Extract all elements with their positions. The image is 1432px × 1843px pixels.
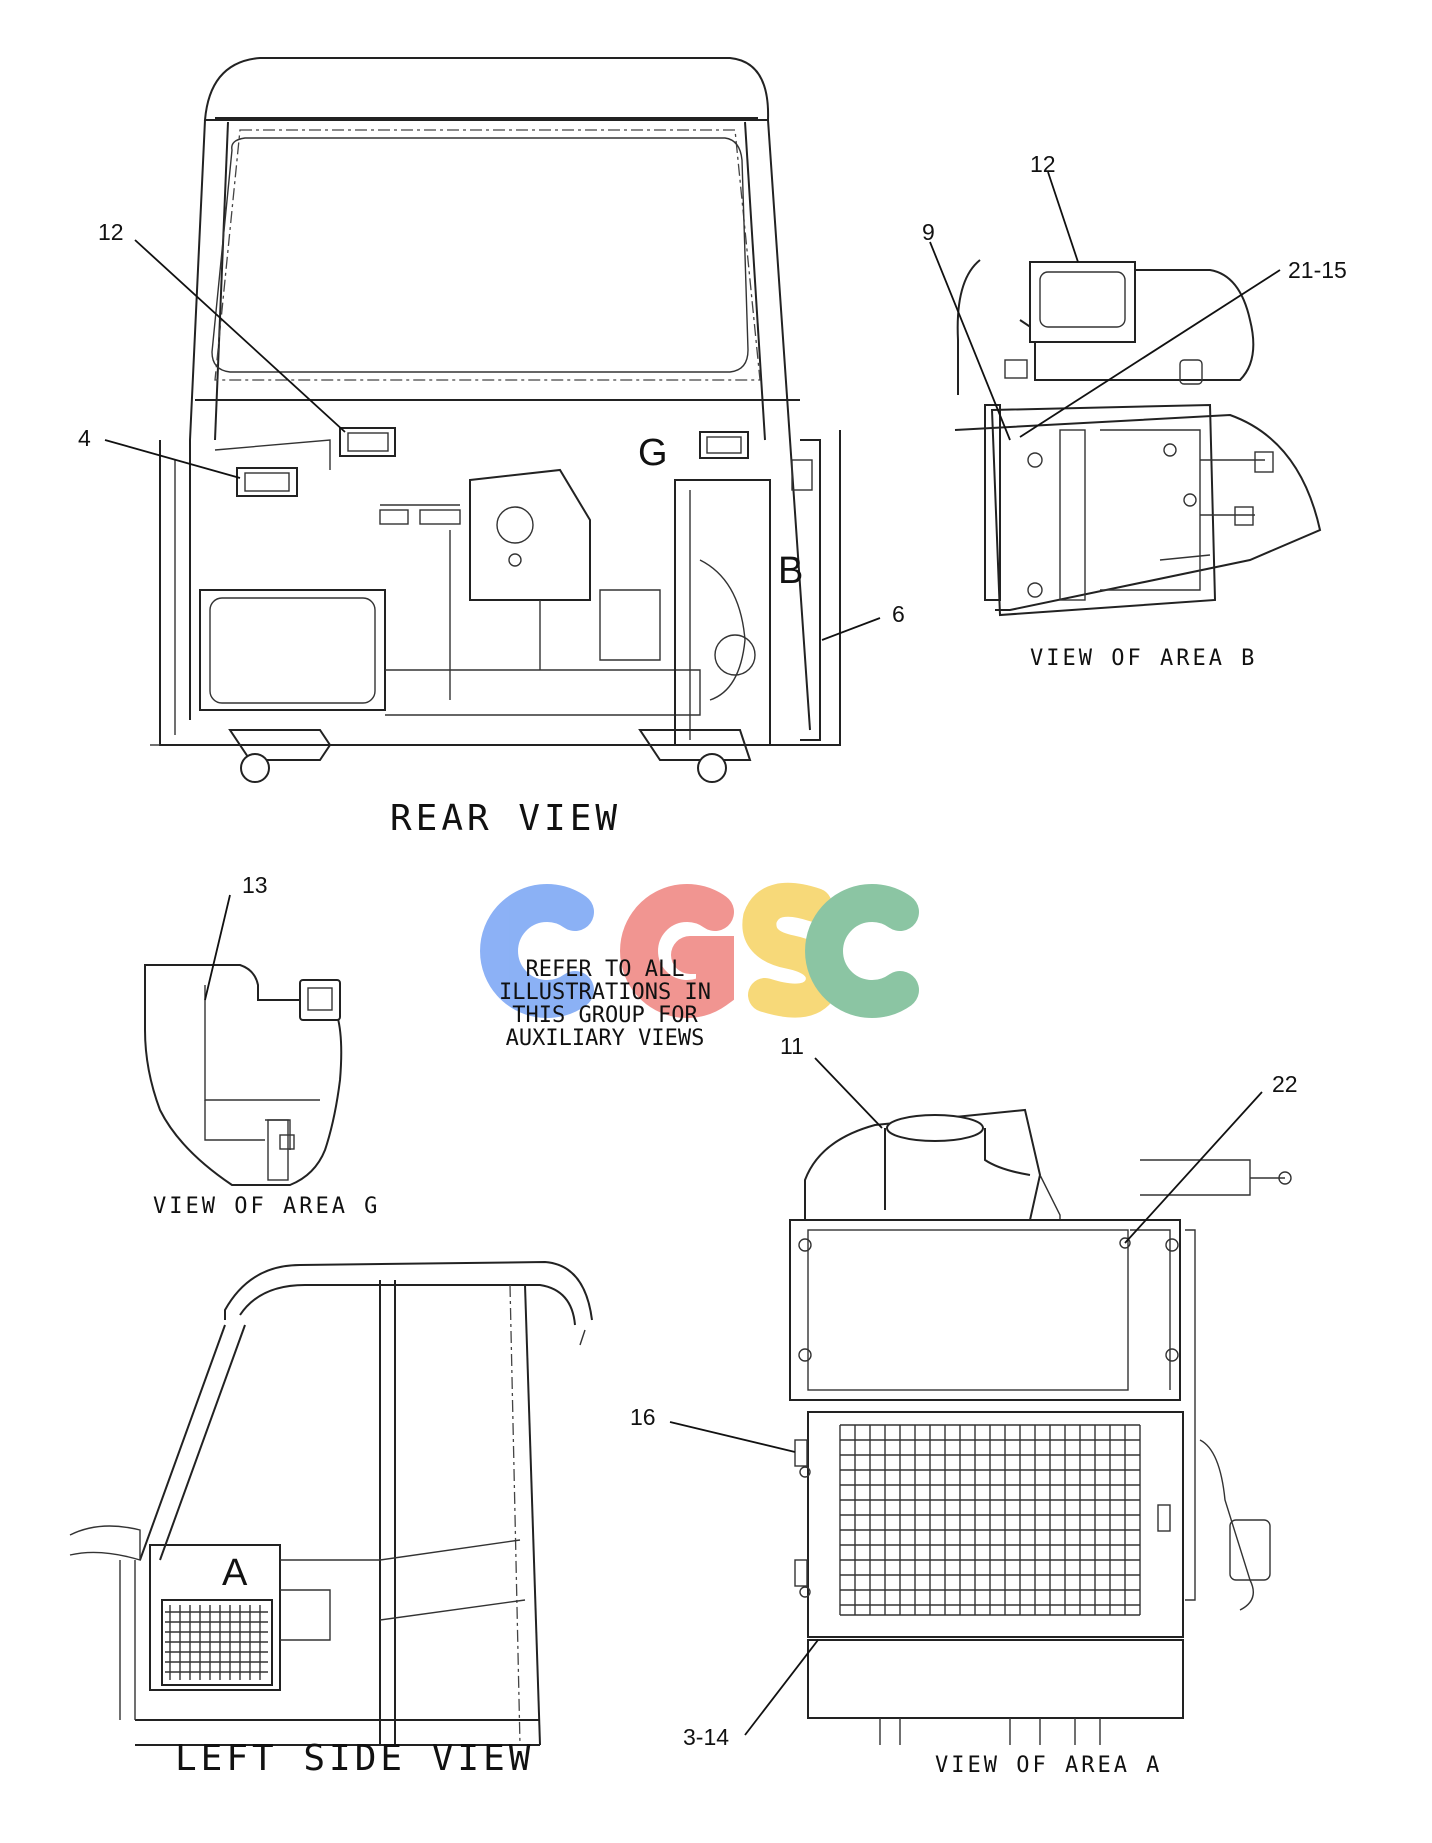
left-side-view-caption: LEFT SIDE VIEW (175, 1738, 534, 1779)
callout-a-16: 16 (630, 1404, 656, 1430)
watermark-letter-s (742, 882, 840, 1018)
left-side-view-drawing: A LEFT SIDE VIEW (69, 1260, 593, 1779)
cgsc-watermark (480, 882, 919, 1018)
watermark-letter-g (620, 884, 734, 1018)
watermark-letter-c1 (480, 884, 594, 1018)
area-a-drawing: 11 22 16 3-14 VIEW OF AREA A (630, 1033, 1298, 1778)
note-line-1: REFER TO ALL (526, 957, 685, 982)
callout-rear-12: 12 (98, 219, 124, 245)
callout-a-22: 22 (1272, 1071, 1298, 1097)
callout-a-3-14: 3-14 (683, 1724, 729, 1750)
area-g-caption: VIEW OF AREA G (153, 1194, 380, 1219)
callout-a-11: 11 (780, 1033, 804, 1059)
callout-g-13: 13 (242, 872, 268, 898)
rear-area-b-label: B (778, 550, 803, 592)
note-line-2: ILLUSTRATIONS IN (499, 980, 711, 1005)
area-a-caption: VIEW OF AREA A (935, 1753, 1162, 1778)
left-area-a-label: A (222, 1552, 248, 1594)
area-b-drawing: 12 9 21-15 VIEW OF AREA B (922, 151, 1347, 671)
callout-b-21-15: 21-15 (1288, 257, 1347, 283)
callout-b-9: 9 (922, 219, 935, 245)
area-a-grille (839, 1424, 1141, 1616)
area-a-grille-small (165, 1605, 268, 1680)
rear-view-caption: REAR VIEW (390, 798, 621, 839)
area-g-drawing: 13 VIEW OF AREA G (144, 872, 380, 1219)
rear-area-g-label: G (638, 432, 668, 474)
callout-rear-4: 4 (78, 425, 91, 451)
callout-rear-6: 6 (892, 601, 905, 627)
watermark-letter-c2 (805, 884, 919, 1018)
area-b-caption: VIEW OF AREA B (1030, 646, 1257, 671)
note-line-3: THIS GROUP FOR (512, 1003, 698, 1028)
note-line-4: AUXILIARY VIEWS (506, 1026, 705, 1051)
rear-view-drawing: G B 12 4 6 REAR VIEW (78, 57, 905, 839)
callout-b-12: 12 (1030, 151, 1056, 177)
refer-note: REFER TO ALL ILLUSTRATIONS IN THIS GROUP… (499, 957, 711, 1051)
